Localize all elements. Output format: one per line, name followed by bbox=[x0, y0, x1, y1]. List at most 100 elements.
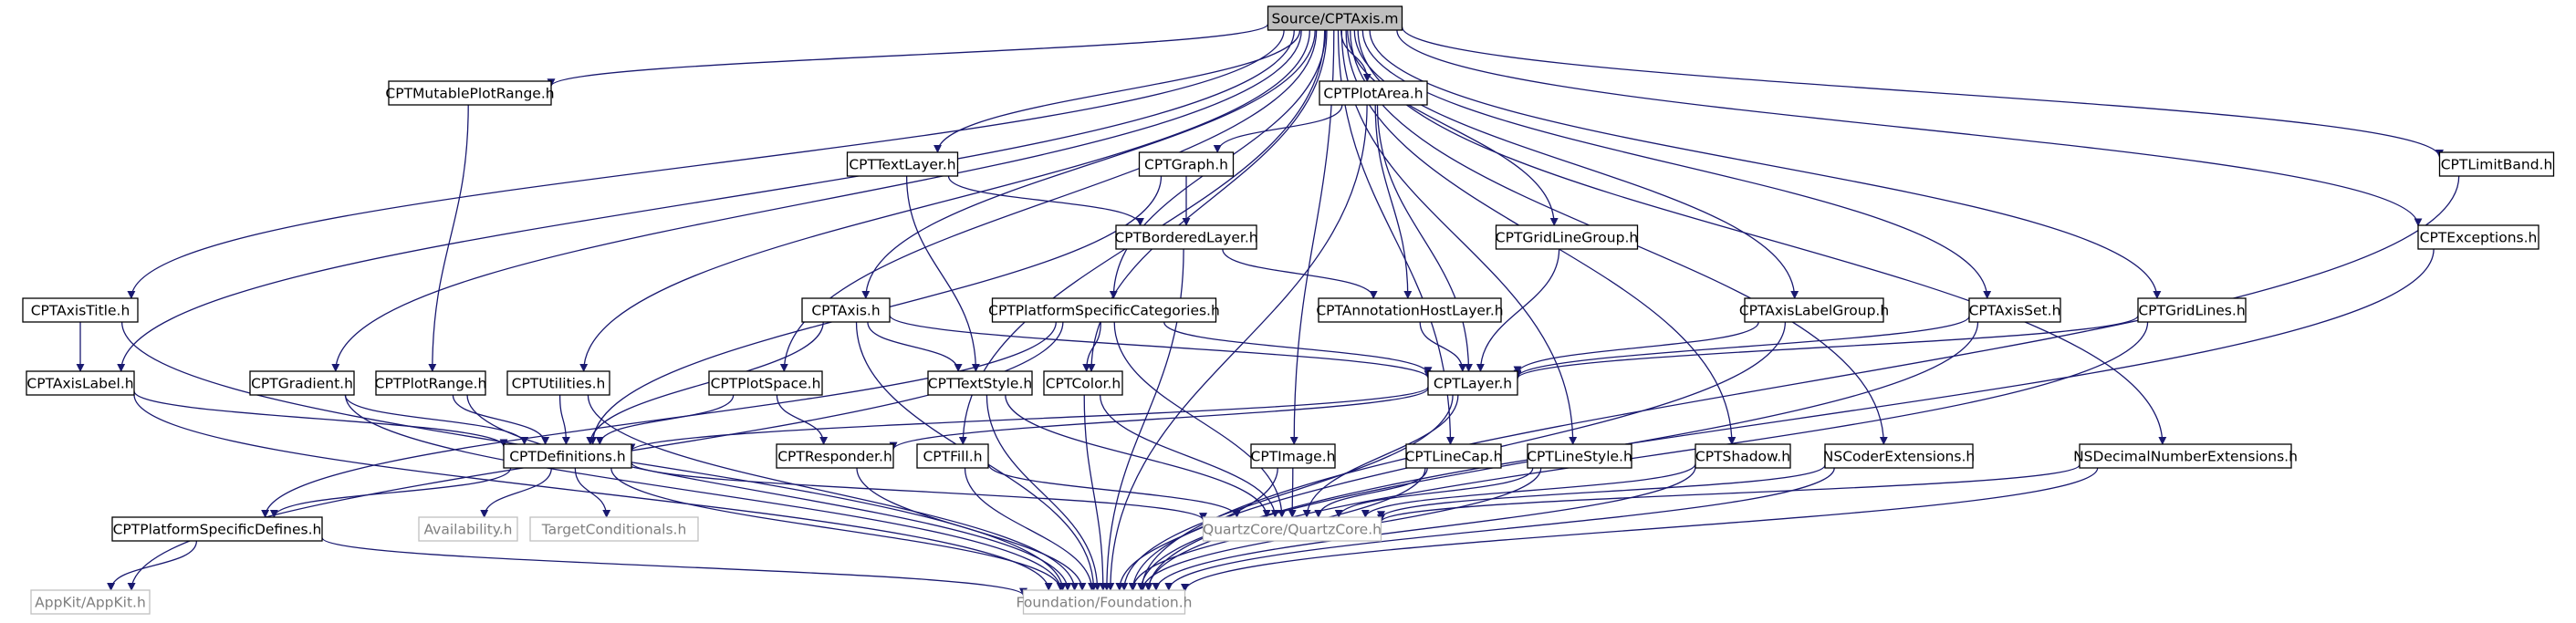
edge-gradient-to-foundation bbox=[344, 394, 1065, 591]
node-box-axisset bbox=[1968, 297, 2061, 323]
node-label-foundation: Foundation/Foundation.h bbox=[1016, 595, 1192, 611]
node-image[interactable]: CPTImage.h bbox=[1250, 443, 1336, 469]
edge-plotrange-to-foundation bbox=[466, 394, 1072, 591]
node-gradient[interactable]: CPTGradient.h bbox=[249, 370, 355, 396]
node-nsdecimal[interactable]: NSDecimalNumberExtensions.h bbox=[2073, 443, 2298, 469]
node-box-linestyle bbox=[1527, 443, 1632, 469]
node-label-root: Source/CPTAxis.m bbox=[1271, 11, 1398, 27]
node-box-axistitle bbox=[22, 297, 139, 323]
node-graphh[interactable]: CPTGraph.h bbox=[1138, 151, 1235, 177]
edge-gridlines-to-layer bbox=[1513, 315, 2139, 379]
node-label-definitions: CPTDefinitions.h bbox=[509, 449, 626, 465]
node-label-mutable: CPTMutablePlotRange.h bbox=[385, 86, 554, 102]
node-box-plotrange bbox=[375, 370, 486, 396]
edge-plotspace-to-responder bbox=[776, 394, 829, 445]
node-box-graphh bbox=[1138, 151, 1235, 177]
edge-image-to-foundation bbox=[1115, 467, 1278, 591]
node-axislabel[interactable]: CPTAxisLabel.h bbox=[26, 370, 135, 396]
edge-textstyle-to-foundation bbox=[986, 394, 1102, 591]
node-box-appkit bbox=[30, 589, 151, 615]
edge-definitions-to-availability bbox=[480, 467, 552, 518]
node-label-axislabel: CPTAxisLabel.h bbox=[26, 376, 133, 392]
node-box-limitband bbox=[2438, 151, 2555, 177]
edge-shadow-to-quartz bbox=[1361, 463, 1696, 518]
node-gridlinegroup[interactable]: CPTGridLineGroup.h bbox=[1496, 224, 1638, 250]
node-layer[interactable]: CPTLayer.h bbox=[1427, 370, 1518, 396]
node-targetcond: TargetConditionals.h bbox=[529, 516, 699, 542]
edge-platformcat-to-quartz bbox=[1113, 321, 1287, 518]
node-textstyle[interactable]: CPTTextStyle.h bbox=[927, 370, 1033, 396]
node-box-plotspace bbox=[708, 370, 823, 396]
node-box-platformdefines bbox=[111, 516, 323, 542]
node-box-annotationhost bbox=[1318, 297, 1502, 323]
node-label-plotspace: CPTPlotSpace.h bbox=[711, 376, 821, 392]
node-gridlines[interactable]: CPTGridLines.h bbox=[2137, 297, 2247, 323]
node-responder[interactable]: CPTResponder.h bbox=[776, 443, 894, 469]
edge-plotarea-to-graphh bbox=[1213, 104, 1343, 153]
node-bordered[interactable]: CPTBorderedLayer.h bbox=[1114, 224, 1258, 250]
node-label-annotationhost: CPTAnnotationHostLayer.h bbox=[1316, 303, 1503, 319]
edge-root-to-mutable bbox=[547, 23, 1269, 88]
node-shadow[interactable]: CPTShadow.h bbox=[1695, 443, 1791, 469]
node-box-gradient bbox=[249, 370, 355, 396]
edge-axislabelgroup-to-layer bbox=[1513, 321, 1759, 375]
edge-platformdefines-to-foundation bbox=[321, 536, 1027, 597]
node-box-image bbox=[1250, 443, 1336, 469]
node-box-bordered bbox=[1115, 224, 1257, 250]
node-definitions[interactable]: CPTDefinitions.h bbox=[503, 443, 632, 469]
edge-definitions-to-foundation bbox=[610, 467, 1065, 591]
node-label-plotarea: CPTPlotArea.h bbox=[1323, 86, 1423, 102]
edge-root-to-exceptions bbox=[1396, 29, 2423, 227]
node-box-utilities bbox=[506, 370, 610, 396]
node-box-plotarea bbox=[1319, 80, 1428, 106]
node-label-gradient: CPTGradient.h bbox=[251, 376, 353, 392]
edge-utilities-to-definitions bbox=[558, 394, 570, 445]
node-box-textstyle bbox=[927, 370, 1033, 396]
node-mutable[interactable]: CPTMutablePlotRange.h bbox=[385, 80, 555, 106]
edge-plotspace-to-definitions bbox=[595, 394, 735, 445]
node-linecap[interactable]: CPTLineCap.h bbox=[1405, 443, 1503, 469]
edge-image-to-quartz bbox=[1288, 467, 1297, 518]
node-box-fill bbox=[916, 443, 989, 469]
node-exceptions[interactable]: CPTExceptions.h bbox=[2417, 224, 2539, 250]
node-label-nscoder: NSCoderExtensions.h bbox=[1823, 449, 1975, 465]
node-label-exceptions: CPTExceptions.h bbox=[2420, 230, 2538, 246]
node-textlayer[interactable]: CPTTextLayer.h bbox=[846, 151, 959, 177]
node-utilities[interactable]: CPTUtilities.h bbox=[506, 370, 610, 396]
node-foundation: Foundation/Foundation.h bbox=[1016, 589, 1193, 615]
node-plotspace[interactable]: CPTPlotSpace.h bbox=[708, 370, 823, 396]
node-box-foundation bbox=[1022, 589, 1186, 615]
node-limitband[interactable]: CPTLimitBand.h bbox=[2438, 151, 2555, 177]
edge-platformdefines-to-appkit bbox=[107, 540, 198, 591]
node-axisset[interactable]: CPTAxisSet.h bbox=[1968, 297, 2061, 323]
node-label-textstyle: CPTTextStyle.h bbox=[928, 376, 1032, 392]
node-annotationhost[interactable]: CPTAnnotationHostLayer.h bbox=[1316, 297, 1504, 323]
edge-plotarea-to-annotationhost bbox=[1374, 104, 1413, 299]
node-nscoder[interactable]: NSCoderExtensions.h bbox=[1823, 443, 1975, 469]
edge-root-to-gridlinegroup bbox=[1347, 29, 1559, 226]
node-label-axislabelgroup: CPTAxisLabelGroup.h bbox=[1739, 303, 1889, 319]
edge-root-to-textlayer bbox=[933, 29, 1301, 153]
node-box-axislabelgroup bbox=[1744, 297, 1884, 323]
node-axistitle[interactable]: CPTAxisTitle.h bbox=[22, 297, 139, 323]
node-color[interactable]: CPTColor.h bbox=[1043, 370, 1123, 396]
edge-gridlines-to-foundation bbox=[1143, 321, 2149, 591]
edge-axislabel-to-definitions bbox=[133, 390, 508, 448]
node-plotrange[interactable]: CPTPlotRange.h bbox=[375, 370, 487, 396]
edge-linecap-to-quartz bbox=[1314, 467, 1428, 518]
node-root[interactable]: Source/CPTAxis.m bbox=[1267, 5, 1403, 31]
node-axis[interactable]: CPTAxis.h bbox=[801, 297, 891, 323]
node-label-axistitle: CPTAxisTitle.h bbox=[31, 303, 130, 319]
node-box-quartz bbox=[1202, 516, 1382, 542]
node-fill[interactable]: CPTFill.h bbox=[916, 443, 989, 469]
node-linestyle[interactable]: CPTLineStyle.h bbox=[1527, 443, 1632, 469]
node-platformdefines[interactable]: CPTPlatformSpecificDefines.h bbox=[111, 516, 323, 542]
edge-definitions-to-platformdefines bbox=[269, 467, 512, 518]
edge-root-to-axisset bbox=[1361, 29, 1992, 299]
node-box-linecap bbox=[1405, 443, 1502, 469]
edge-nsdecimal-to-foundation bbox=[1181, 467, 2099, 592]
node-platformcat[interactable]: CPTPlatformSpecificCategories.h bbox=[988, 297, 1220, 323]
node-plotarea[interactable]: CPTPlotArea.h bbox=[1319, 80, 1428, 106]
node-axislabelgroup[interactable]: CPTAxisLabelGroup.h bbox=[1739, 297, 1889, 323]
